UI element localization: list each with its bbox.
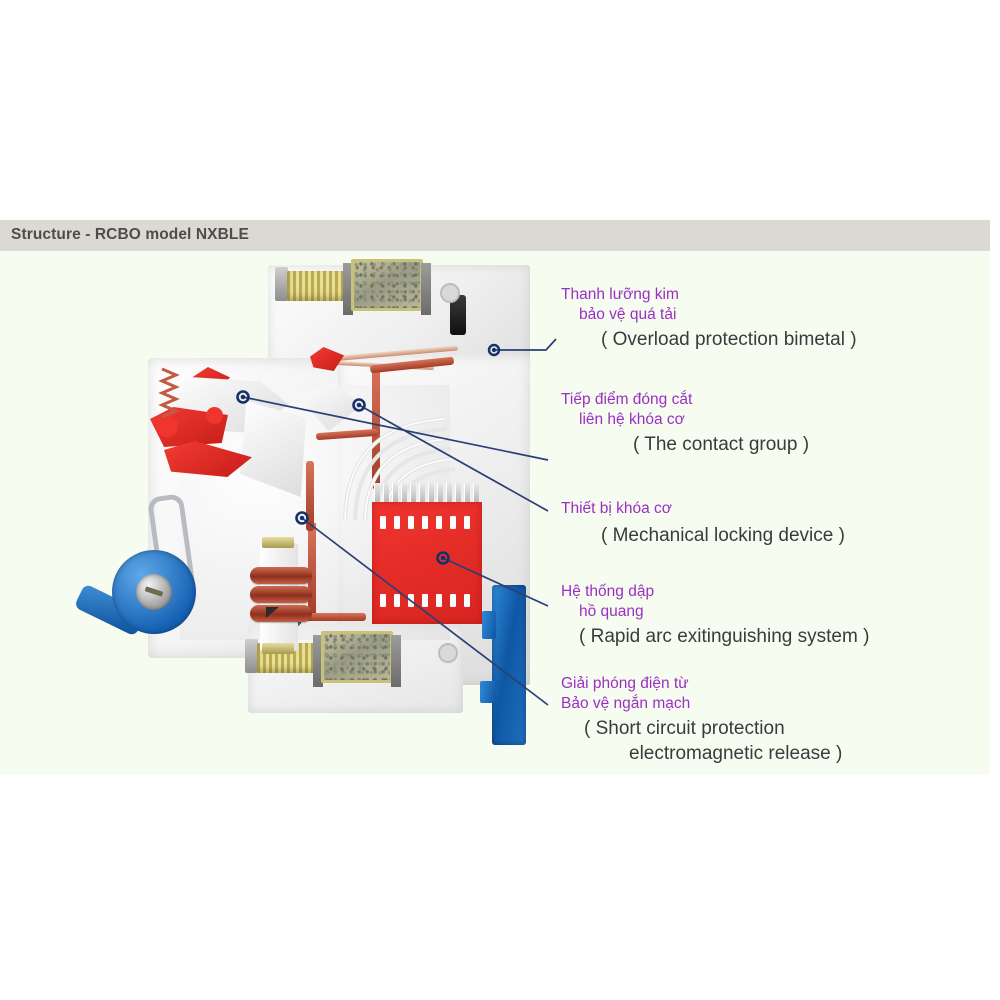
solenoid-cap-bottom xyxy=(262,643,294,654)
direction-marker xyxy=(266,607,279,618)
callout-shortcircuit-en-line1: ( Short circuit protection xyxy=(584,718,785,739)
solenoid-winding-1 xyxy=(250,567,312,584)
callout-mechanical-locking-device: Thiết bị khóa cơ ( Mechanical locking de… xyxy=(561,499,845,548)
callout-arc-vi-line2: hồ quang xyxy=(579,603,644,620)
housing-boss-lower-right xyxy=(438,643,458,663)
callout-locking-en: ( Mechanical locking device ) xyxy=(601,525,845,546)
black-component xyxy=(450,295,466,335)
callout-contact-group: Tiếp điểm đóng cắt liên hệ khóa cơ ( The… xyxy=(561,390,809,457)
handle-center-screw[interactable] xyxy=(136,574,172,610)
housing-boss-upper-right xyxy=(440,283,460,303)
callout-overload-protection-bimetal: Thanh lưỡng kim bảo vệ quá tải ( Overloa… xyxy=(561,285,857,352)
callout-locking-vi-line1: Thiết bị khóa cơ xyxy=(561,500,672,517)
callout-overload-en: ( Overload protection bimetal ) xyxy=(601,329,857,350)
busbar-coil-feed xyxy=(306,461,314,531)
solenoid-winding-2 xyxy=(250,586,312,603)
callout-arc-vi-line1: Hệ thống dập xyxy=(561,583,655,600)
callout-contact-vi-line2: liên hệ khóa cơ xyxy=(579,411,685,428)
pivot-red-1 xyxy=(156,415,178,437)
rcbo-cutaway-figure xyxy=(73,255,560,775)
pivot-red-2 xyxy=(206,407,223,424)
callout-short-circuit-protection: Giải phóng điện từ Bảo vệ ngắn mạch ( Sh… xyxy=(561,674,842,766)
callout-shortcircuit-vi-line1: Giải phóng điện từ xyxy=(561,675,689,692)
callout-contact-vi-line1: Tiếp điểm đóng cắt xyxy=(561,391,693,408)
trip-slider-blue[interactable] xyxy=(480,585,526,745)
callout-shortcircuit-en-line2: electromagnetic release ) xyxy=(629,743,843,764)
callout-overload-vi-line2: bảo vệ quá tải xyxy=(579,306,677,323)
callout-contact-en: ( The contact group ) xyxy=(633,434,810,455)
return-spring xyxy=(158,367,180,419)
callout-shortcircuit-vi-line2: Bảo vệ ngắn mạch xyxy=(561,695,691,712)
solenoid-winding-3 xyxy=(250,605,312,622)
callout-arc-en: ( Rapid arc exitinguishing system ) xyxy=(579,626,870,647)
page-title: Structure - RCBO model NXBLE xyxy=(11,226,249,243)
callout-rapid-arc-extinguishing-system: Hệ thống dập hồ quang ( Rapid arc exitin… xyxy=(561,582,869,649)
diagram-panel: Thanh lưỡng kim bảo vệ quá tải ( Overloa… xyxy=(0,251,990,775)
callout-overload-vi-line1: Thanh lưỡng kim xyxy=(561,286,679,303)
arc-chute-block xyxy=(372,502,482,624)
section-title-bar: Structure - RCBO model NXBLE xyxy=(0,220,990,251)
solenoid-cap-top xyxy=(262,537,294,548)
